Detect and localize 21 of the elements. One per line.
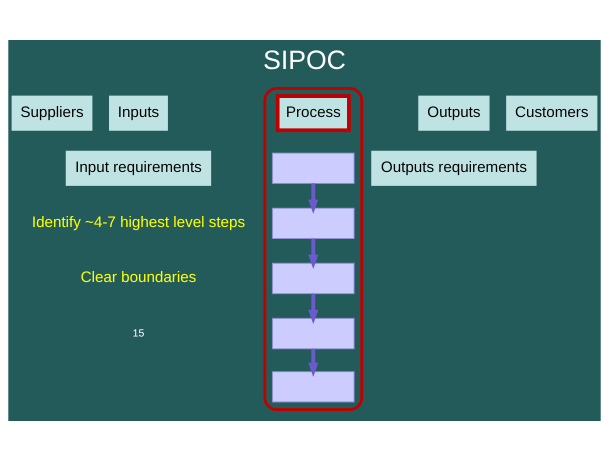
diagram-title: SIPOC <box>263 44 346 75</box>
label: Identify ~4-7 highest level steps <box>32 214 246 231</box>
node-box <box>272 262 355 294</box>
node-box: Suppliers <box>12 96 92 131</box>
node-box <box>272 152 355 184</box>
node-box: Process <box>276 94 351 132</box>
arrow <box>308 238 318 269</box>
label: 15 <box>132 328 144 340</box>
node-box <box>272 318 355 350</box>
arrow <box>308 183 318 214</box>
arrow <box>308 348 318 378</box>
cluster <box>263 87 364 412</box>
node-box: Customers <box>506 96 598 131</box>
node-box: Outputs requirements <box>371 150 537 186</box>
arrow <box>308 294 318 324</box>
node-box: Outputs <box>418 96 490 131</box>
node-box: Input requirements <box>66 150 212 186</box>
node-box: Inputs <box>109 96 168 131</box>
node-box <box>272 371 355 402</box>
label: Clear boundaries <box>80 269 196 286</box>
node-box <box>272 208 355 240</box>
